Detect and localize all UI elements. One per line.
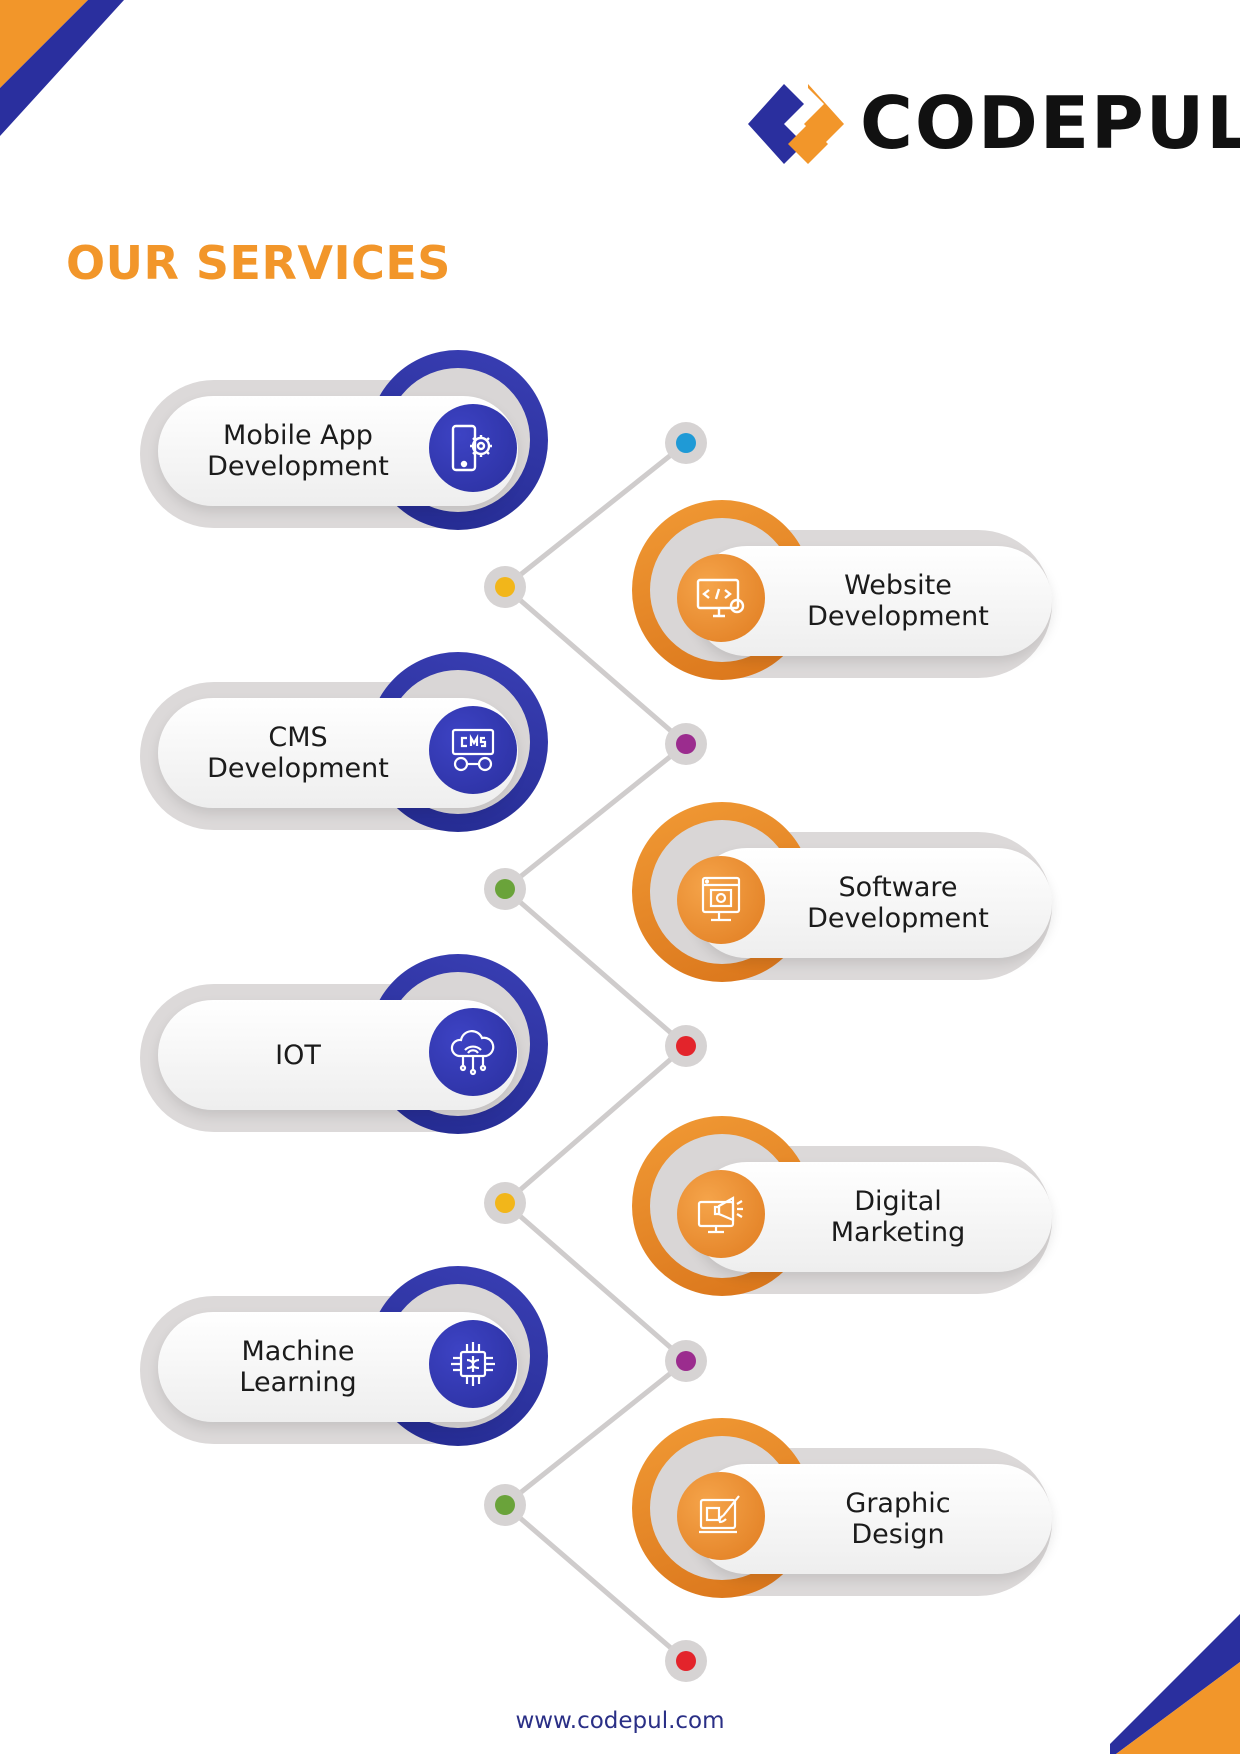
timeline-node-dot xyxy=(495,577,515,597)
service-label: CMS Development xyxy=(207,722,389,784)
timeline-node xyxy=(665,422,707,464)
megaphone-monitor-icon xyxy=(677,1170,765,1258)
timeline-node xyxy=(484,1182,526,1224)
cloud-network-icon xyxy=(429,1008,517,1096)
service-label: Website Development xyxy=(807,570,989,632)
service-card-iot[interactable]: IOT xyxy=(140,954,560,1134)
page-title: OUR SERVICES xyxy=(66,236,451,290)
service-card-website[interactable]: Website Development xyxy=(632,500,1052,680)
mobile-gear-icon xyxy=(429,404,517,492)
service-label: Mobile App Development xyxy=(207,420,389,482)
service-label: Software Development xyxy=(807,872,989,934)
codepul-logo-mark-icon xyxy=(748,84,844,164)
timeline-node-dot xyxy=(676,433,696,453)
footer-website-url[interactable]: www.codepul.com xyxy=(515,1708,725,1734)
top-left-corner-decoration xyxy=(0,0,124,136)
timeline-node-dot xyxy=(676,1351,696,1371)
service-label: Graphic Design xyxy=(845,1488,951,1550)
timeline-node xyxy=(665,1025,707,1067)
service-card-cms[interactable]: CMS Development xyxy=(140,652,560,832)
software-window-icon xyxy=(677,856,765,944)
timeline-node xyxy=(484,1484,526,1526)
timeline-node xyxy=(665,1340,707,1382)
brand-name: CODEPUL xyxy=(860,81,1240,165)
service-label: IOT xyxy=(275,1039,321,1071)
timeline-node-dot xyxy=(495,1495,515,1515)
service-card-machine-learning[interactable]: Machine Learning xyxy=(140,1266,560,1446)
service-card-digital-marketing[interactable]: Digital Marketing xyxy=(632,1116,1052,1296)
service-label: Digital Marketing xyxy=(830,1186,966,1248)
timeline-node-dot xyxy=(676,1651,696,1671)
bottom-right-corner-decoration xyxy=(1110,1614,1240,1754)
service-label: Machine Learning xyxy=(239,1336,357,1398)
service-card-mobile-app[interactable]: Mobile App Development xyxy=(140,350,560,530)
timeline-node xyxy=(665,1640,707,1682)
chip-brain-icon xyxy=(429,1320,517,1408)
timeline-node-dot xyxy=(495,879,515,899)
timeline-node xyxy=(484,868,526,910)
cms-icon xyxy=(429,706,517,794)
timeline-node xyxy=(665,723,707,765)
timeline-node xyxy=(484,566,526,608)
timeline-node-dot xyxy=(676,1036,696,1056)
service-card-graphic-design[interactable]: Graphic Design xyxy=(632,1418,1052,1598)
service-card-software[interactable]: Software Development xyxy=(632,802,1052,982)
timeline-node-dot xyxy=(676,734,696,754)
monitor-code-icon xyxy=(677,554,765,642)
design-brush-icon xyxy=(677,1472,765,1560)
timeline-node-dot xyxy=(495,1193,515,1213)
codepul-logo: CODEPUL xyxy=(748,78,1240,168)
